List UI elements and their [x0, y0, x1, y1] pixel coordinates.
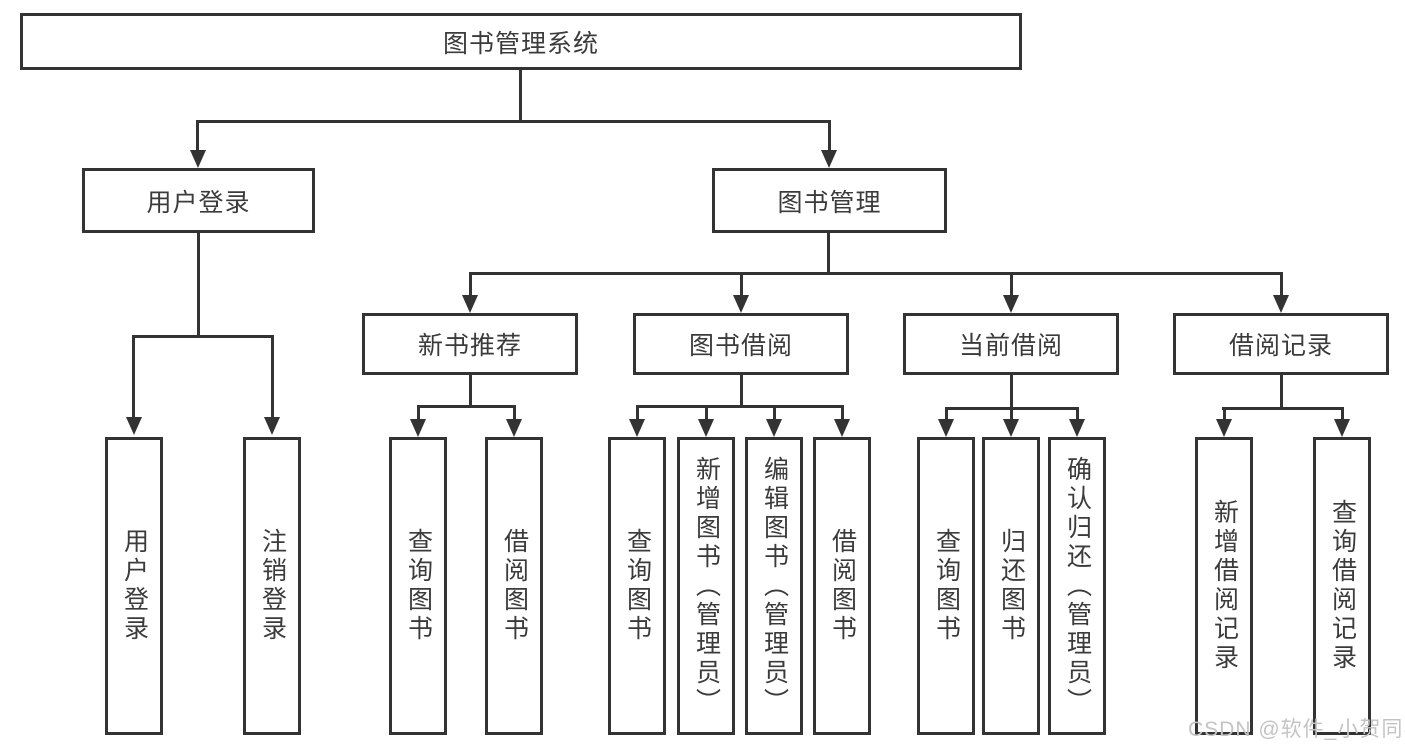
connector-leaf-stem	[1076, 407, 1079, 421]
leaf-query-borrow-record: 查询借阅记录	[1313, 437, 1371, 735]
connector-leaf-stem	[513, 405, 516, 421]
arrowhead-leaf-user-login	[126, 417, 142, 435]
connector-leaf-stem	[417, 405, 420, 421]
node-user-login: 用户登录	[82, 168, 315, 233]
arrowhead-leaf	[1334, 419, 1350, 437]
csdn-watermark: CSDN @软件_小贺同学	[1188, 718, 1405, 741]
connector-leaf-stem	[945, 407, 948, 421]
leaf-add-borrow-record: 新增借阅记录	[1195, 437, 1253, 735]
leaf-borrow-book-recommend: 借阅图书	[485, 437, 543, 735]
leaf-query-book-current: 查询图书	[917, 437, 975, 735]
node-current-borrow: 当前借阅	[903, 313, 1119, 375]
leaf-logout-login: 注销登录	[243, 437, 301, 735]
arrowhead-borrow-records	[1273, 295, 1289, 313]
leaf-edit-book-admin: 编辑图书（管理员）	[745, 437, 803, 735]
arrowhead-leaf	[629, 419, 645, 437]
node-book-borrow: 图书借阅	[633, 313, 849, 375]
node-new-book-recommend: 新书推荐	[362, 313, 578, 375]
arrowhead-leaf	[1069, 419, 1085, 437]
arrowhead-leaf	[938, 419, 954, 437]
arrowhead-leaf	[1003, 419, 1019, 437]
connector-book-borrow-rail	[636, 405, 843, 408]
arrowhead-current-borrow	[1003, 295, 1019, 313]
arrowhead-leaf	[506, 419, 522, 437]
leaf-query-book-borrow: 查询图书	[608, 437, 666, 735]
arrowhead-leaf-logout	[264, 417, 280, 435]
leaf-user-login: 用户登录	[105, 437, 163, 735]
arrowhead-leaf	[698, 419, 714, 437]
leaf-query-book-recommend: 查询图书	[389, 437, 447, 735]
connector-leaf-stem	[841, 405, 844, 421]
arrowhead-leaf	[834, 419, 850, 437]
connector-current-borrow-stem	[1010, 375, 1013, 409]
connector-book-borrow-stem	[740, 375, 743, 407]
connector-to-user-login	[196, 120, 199, 152]
node-library-management-system: 图书管理系统	[20, 13, 1022, 70]
connector-root-rail	[197, 120, 831, 123]
connector-new-book-rail	[417, 405, 516, 408]
connector-leaf-stem	[636, 405, 639, 421]
node-borrow-records: 借阅记录	[1173, 313, 1389, 375]
arrowhead-leaf	[766, 419, 782, 437]
connector-leaf-stem	[773, 405, 776, 421]
arrowhead-leaf	[1216, 419, 1232, 437]
connector-new-book-stem	[469, 375, 472, 407]
connector-leaf-stem	[1223, 407, 1226, 421]
connector-to-current-borrow	[1010, 272, 1013, 298]
connector-to-leaf-user-login	[132, 335, 135, 419]
connector-user-login-rail	[132, 335, 274, 338]
connector-borrow-records-rail	[1222, 407, 1343, 410]
arrowhead-book-borrow	[733, 295, 749, 313]
connector-to-book-management	[828, 120, 831, 152]
connector-to-new-book	[469, 272, 472, 298]
arrowhead-user-login	[190, 150, 206, 168]
leaf-add-book-admin: 新增图书（管理员）	[677, 437, 735, 735]
arrowhead-new-book	[462, 295, 478, 313]
connector-leaf-stem	[705, 405, 708, 421]
connector-user-login-stem	[197, 233, 200, 338]
connector-root-stem	[519, 70, 522, 122]
node-book-management: 图书管理	[712, 168, 947, 233]
connector-to-book-borrow	[740, 272, 743, 298]
leaf-return-book: 归还图书	[982, 437, 1040, 735]
arrowhead-book-management	[821, 150, 837, 168]
leaf-borrow-book: 借阅图书	[813, 437, 871, 735]
leaf-confirm-return-admin: 确认归还（管理员）	[1048, 437, 1106, 735]
arrowhead-leaf	[410, 419, 426, 437]
connector-to-leaf-logout	[271, 335, 274, 419]
connector-borrow-records-stem	[1280, 375, 1283, 409]
connector-book-mgmt-rail	[469, 272, 1282, 275]
connector-leaf-stem	[1010, 407, 1013, 421]
connector-to-borrow-records	[1280, 272, 1283, 298]
connector-book-mgmt-stem	[827, 233, 830, 275]
connector-leaf-stem	[1341, 407, 1344, 421]
